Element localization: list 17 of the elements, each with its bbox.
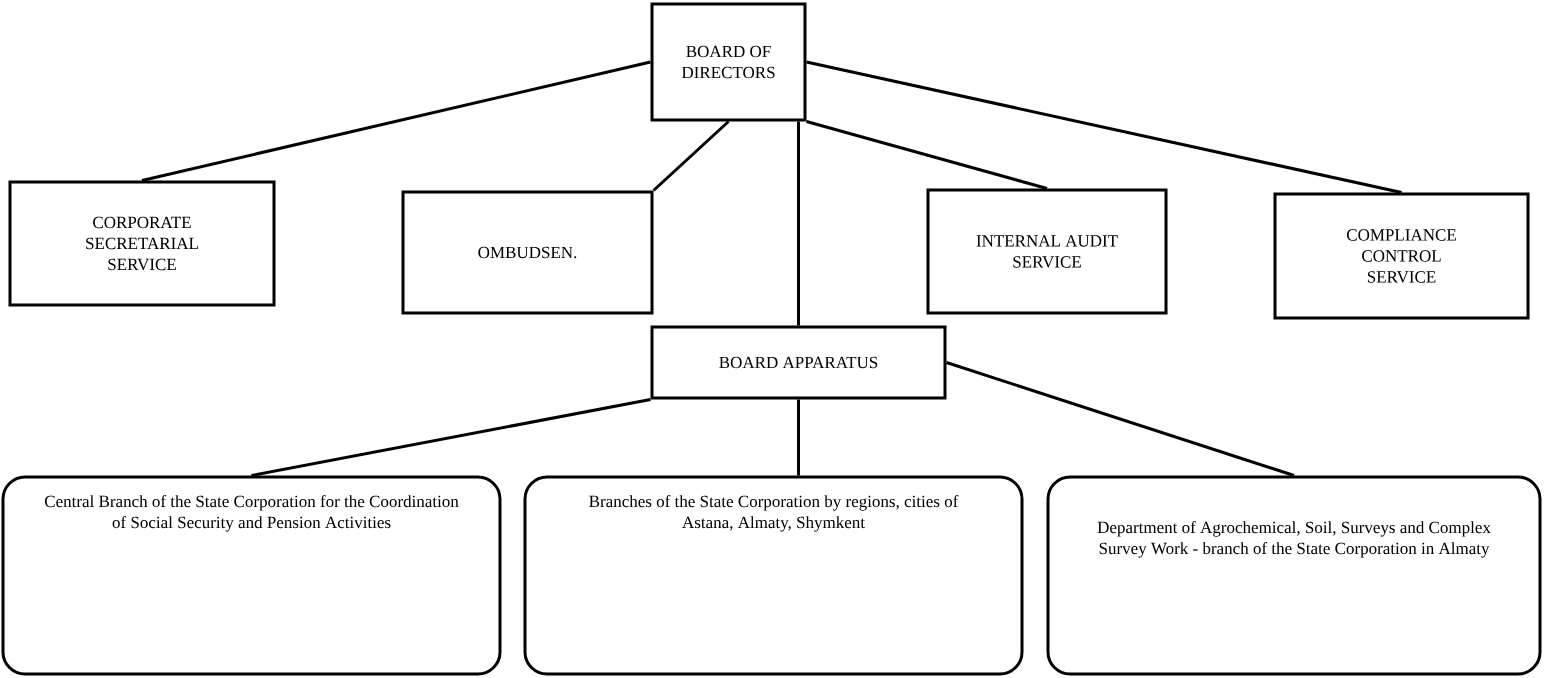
connector-line xyxy=(806,60,1402,194)
connector-line xyxy=(251,398,651,477)
department-box: COMPLIANCE CONTROL SERVICE xyxy=(1273,192,1530,320)
connector-line xyxy=(946,361,1295,477)
department-box: CORPORATE SECRETARIAL SERVICE xyxy=(8,180,276,307)
connector-line xyxy=(797,121,800,326)
connector-line xyxy=(797,399,800,476)
department-box: OMBUDSEN. xyxy=(401,190,654,315)
connector-line xyxy=(806,120,1048,190)
connector-line xyxy=(141,60,651,182)
branch-box: Central Branch of the State Corporation for the Coordination of Social Security and Pension Activities xyxy=(1,475,502,676)
board-box: BOARD OF DIRECTORS xyxy=(650,2,807,122)
board-box: BOARD APPARATUS xyxy=(650,325,947,400)
department-box: INTERNAL AUDIT SERVICE xyxy=(926,188,1168,315)
connector-line xyxy=(652,120,730,192)
branch-box: Branches of the State Corporation by regions, cities of Astana, Almaty, Shymkent xyxy=(523,475,1024,676)
branch-box: Department of Agrochemical, Soil, Surveys and Complex Survey Work - branch of the State Corporation in Almaty xyxy=(1046,475,1542,676)
